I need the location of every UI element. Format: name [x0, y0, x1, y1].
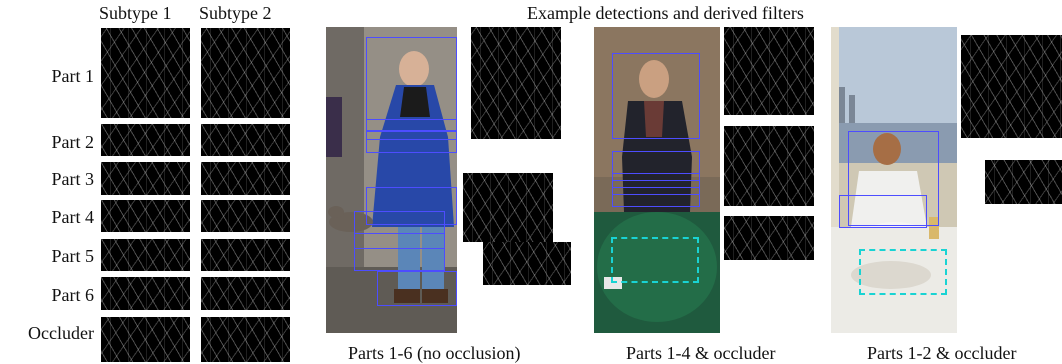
part-3-label: Part 3 — [51, 169, 95, 189]
occluder-box — [611, 237, 699, 283]
part-1-label: Part 1 — [51, 66, 95, 86]
part-2-box — [612, 151, 700, 181]
part-7-box — [377, 271, 457, 306]
part-3-box — [366, 131, 457, 153]
subtype1-part3-filter — [101, 162, 190, 195]
subtype2-part6-filter — [201, 277, 290, 310]
caption-example-2: Parts 1-4 & occluder — [626, 343, 776, 363]
subtype1-part2-filter — [101, 124, 190, 156]
figure-heading: Example detections and derived filters — [527, 3, 804, 23]
subtype2-occluder-filter — [201, 317, 290, 362]
part-1-box — [848, 131, 939, 226]
part-6-label: Part 6 — [51, 285, 95, 305]
part-5-label: Part 5 — [51, 246, 95, 266]
subtype2-part2-filter — [201, 124, 290, 156]
subtype2-part4-filter — [201, 200, 290, 232]
example1-lower-filter-b — [483, 242, 571, 285]
part-4-box — [366, 187, 457, 225]
part-1-box — [612, 53, 700, 139]
example2-lower-filter — [724, 216, 814, 260]
part-2-box — [839, 195, 927, 228]
example-photo-3 — [831, 27, 957, 333]
example-photo-1 — [326, 27, 457, 333]
part-2-box — [366, 119, 457, 131]
occluder-box — [859, 249, 947, 295]
part-4-label: Part 4 — [51, 207, 95, 227]
part-5-box — [354, 211, 445, 249]
subtype2-part5-filter — [201, 239, 290, 271]
subtype-2-header: Subtype 2 — [199, 3, 272, 23]
part-4-box — [612, 187, 700, 207]
subtype1-part6-filter — [101, 277, 190, 310]
example2-upper-filter — [724, 27, 814, 115]
example3-lower-filter — [985, 160, 1062, 204]
subtype1-occluder-filter — [101, 317, 190, 362]
occluder-label: Occluder — [28, 323, 94, 343]
subtype1-part4-filter — [101, 200, 190, 232]
subtype1-part1-filter — [101, 28, 190, 118]
subtype2-part3-filter — [201, 162, 290, 195]
part-2-label: Part 2 — [51, 132, 95, 152]
caption-example-3: Parts 1-2 & occluder — [867, 343, 1017, 363]
part-3-box — [612, 173, 700, 195]
caption-example-1: Parts 1-6 (no occlusion) — [348, 343, 521, 363]
subtype2-part1-filter — [201, 28, 290, 118]
example-photo-2 — [594, 27, 720, 333]
example1-lower-filter-a — [463, 173, 553, 242]
example1-upper-filter — [471, 27, 561, 139]
example3-upper-filter — [961, 35, 1062, 138]
part-6-box — [354, 233, 445, 271]
part-1-box — [366, 37, 457, 140]
subtype-1-header: Subtype 1 — [99, 3, 172, 23]
example2-middle-filter — [724, 126, 814, 206]
subtype1-part5-filter — [101, 239, 190, 271]
